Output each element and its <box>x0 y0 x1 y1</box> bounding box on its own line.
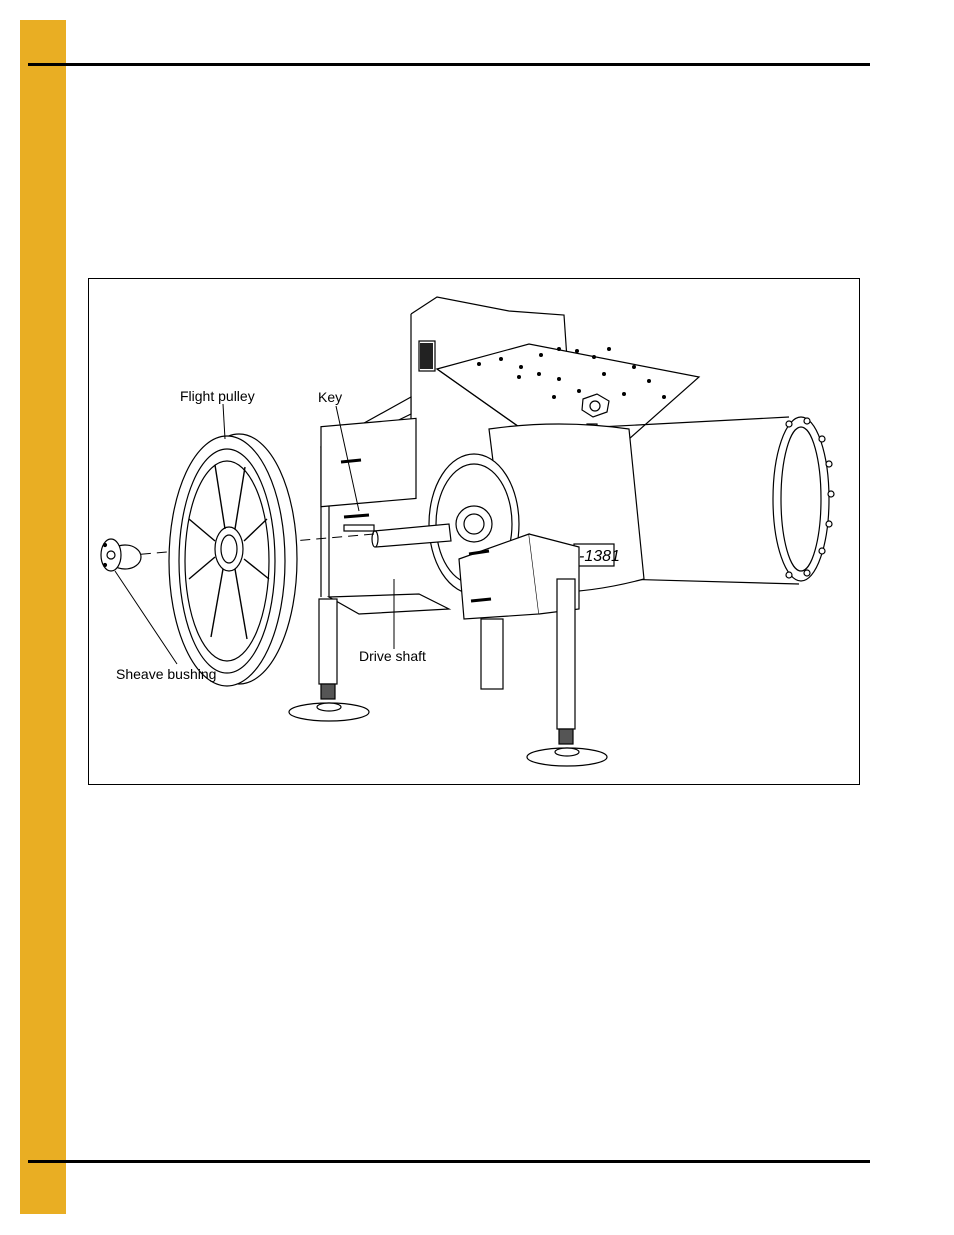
header-rule <box>28 63 870 66</box>
callout-key: Key <box>318 389 342 405</box>
callout-drive-shaft: Drive shaft <box>359 648 426 664</box>
callout-flight-pulley: Flight pulley <box>180 388 255 404</box>
footer-rule <box>28 1160 870 1163</box>
decal-label: -1381 <box>579 548 620 565</box>
figure-frame: -1381 <box>88 278 860 785</box>
side-accent-tab <box>20 20 66 1214</box>
drive-assembly-illustration: -1381 <box>89 279 861 786</box>
callout-sheave-bushing: Sheave bushing <box>116 666 216 682</box>
